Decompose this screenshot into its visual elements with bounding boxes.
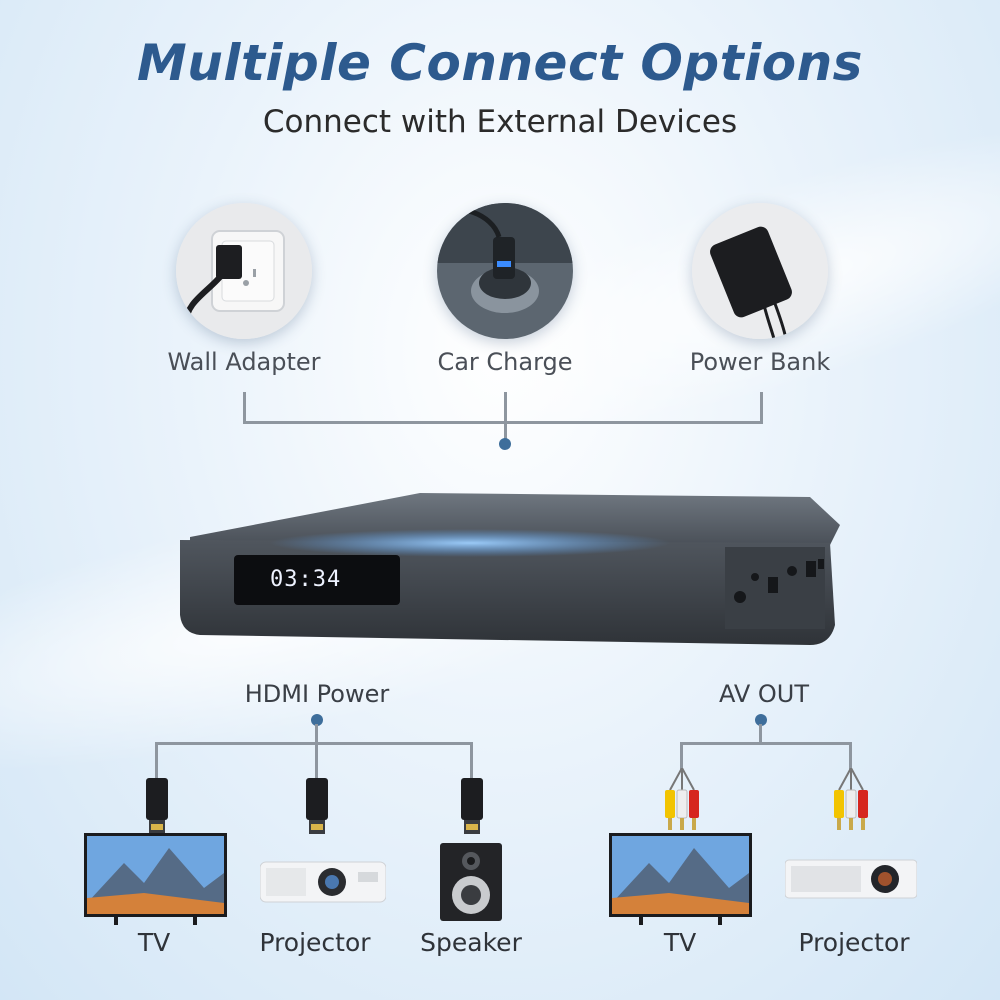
junction-dot bbox=[755, 714, 767, 726]
connector-line bbox=[315, 724, 318, 744]
connector-line bbox=[680, 742, 852, 745]
connector-line bbox=[504, 392, 507, 424]
rca-cable-icon bbox=[831, 768, 871, 832]
page-subtitle: Connect with External Devices bbox=[262, 104, 738, 140]
lcd-time-display: 03:34 bbox=[270, 567, 342, 592]
wall-adapter-icon bbox=[176, 203, 312, 339]
hdmi-cable-icon bbox=[304, 778, 330, 838]
car-charge-label: Car Charge bbox=[437, 348, 573, 376]
rca-cable-icon bbox=[662, 768, 702, 832]
connector-line bbox=[759, 724, 762, 744]
connector-line bbox=[243, 421, 763, 424]
connector-line bbox=[470, 742, 473, 782]
hdmi-power-label: HDMI Power bbox=[244, 680, 390, 708]
power-bank-icon bbox=[692, 203, 828, 339]
wall-adapter-label: Wall Adapter bbox=[167, 348, 321, 376]
junction-dot bbox=[311, 714, 323, 726]
hdmi-speaker-label: Speaker bbox=[420, 928, 522, 957]
dvd-player-device bbox=[170, 485, 850, 660]
projector-icon bbox=[785, 858, 917, 900]
hdmi-cable-icon bbox=[459, 778, 485, 838]
hdmi-tv-label: TV bbox=[137, 928, 171, 957]
connector-line bbox=[849, 742, 852, 772]
connector-line bbox=[243, 392, 246, 424]
av-projector-label: Projector bbox=[798, 928, 910, 957]
connector-line bbox=[315, 742, 318, 782]
av-out-label: AV OUT bbox=[718, 680, 810, 708]
tv-icon bbox=[84, 833, 227, 925]
connector-line bbox=[680, 742, 683, 772]
junction-dot bbox=[499, 438, 511, 450]
hdmi-projector-label: Projector bbox=[259, 928, 371, 957]
connector-line bbox=[504, 421, 507, 443]
speaker-icon bbox=[440, 843, 502, 921]
tv-icon bbox=[609, 833, 752, 925]
connector-line bbox=[155, 742, 473, 745]
connector-line bbox=[155, 742, 158, 782]
page-title: Multiple Connect Options bbox=[137, 34, 863, 92]
car-charger-icon bbox=[437, 203, 573, 339]
av-tv-label: TV bbox=[663, 928, 697, 957]
projector-icon bbox=[260, 858, 386, 906]
connector-line bbox=[760, 392, 763, 424]
power-bank-label: Power Bank bbox=[689, 348, 831, 376]
hdmi-cable-icon bbox=[144, 778, 170, 838]
